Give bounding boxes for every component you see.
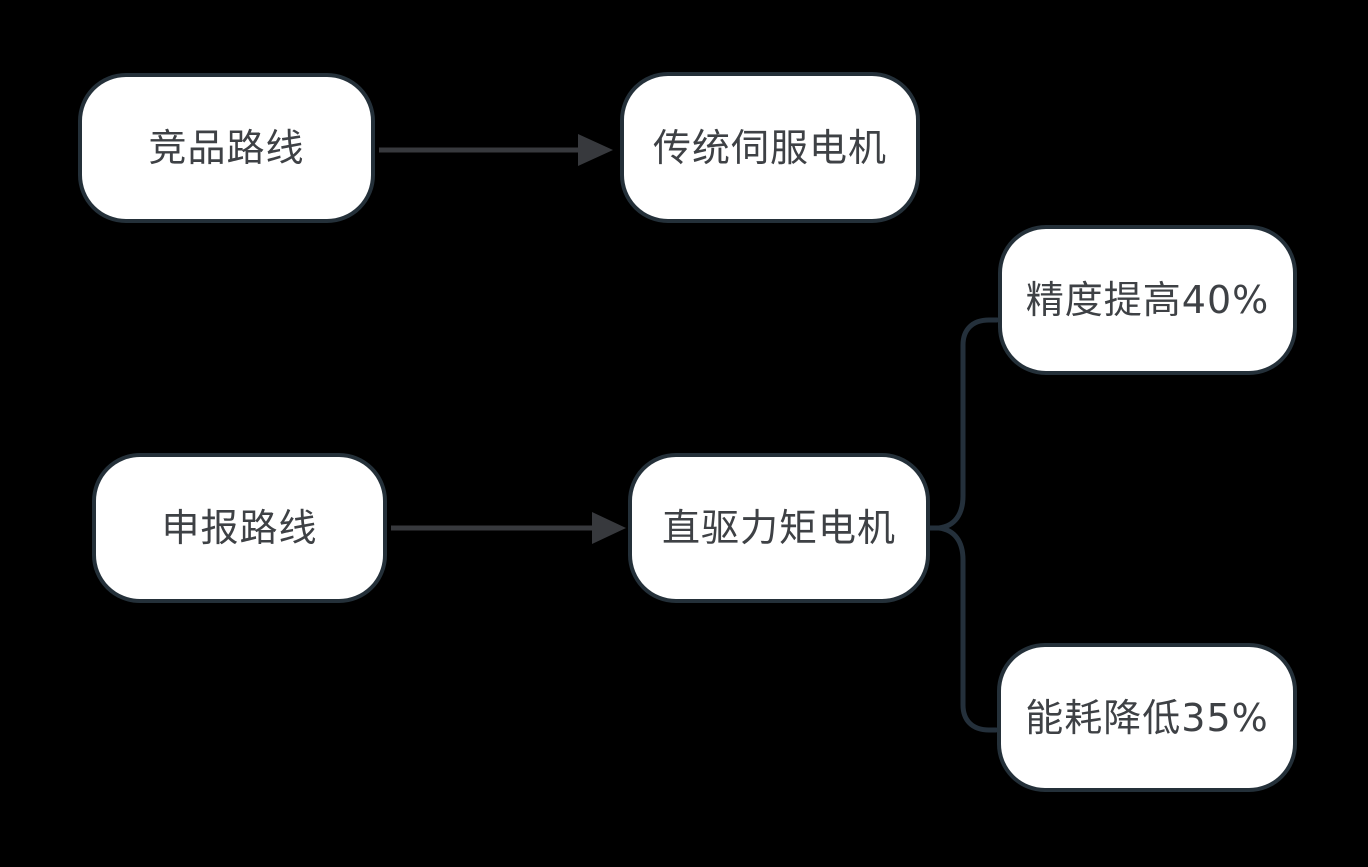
node-declared-route[interactable]: 申报路线	[92, 453, 387, 603]
node-competitor-route-label: 竞品路线	[148, 126, 305, 170]
node-declared-route-label: 申报路线	[161, 506, 318, 550]
node-traditional-servo-motor-label: 传统伺服电机	[652, 125, 887, 170]
node-energy-reduced-35pct[interactable]: 能耗降低35%	[997, 643, 1297, 792]
arrowhead-competitor-to-traditional	[578, 134, 613, 166]
node-energy-reduced-35pct-label: 能耗降低35%	[1025, 695, 1269, 740]
arrowhead-declared-to-directdrive	[592, 512, 626, 544]
node-precision-improved-40pct[interactable]: 精度提高40%	[998, 225, 1297, 375]
node-direct-drive-torque-motor[interactable]: 直驱力矩电机	[628, 453, 930, 603]
edge-directdrive-to-precision	[927, 317, 1000, 531]
node-competitor-route[interactable]: 竞品路线	[78, 73, 375, 223]
node-precision-improved-40pct-label: 精度提高40%	[1025, 278, 1270, 322]
node-traditional-servo-motor[interactable]: 传统伺服电机	[620, 72, 920, 223]
edge-directdrive-to-energy	[927, 525, 999, 733]
node-direct-drive-torque-motor-label: 直驱力矩电机	[661, 506, 896, 550]
